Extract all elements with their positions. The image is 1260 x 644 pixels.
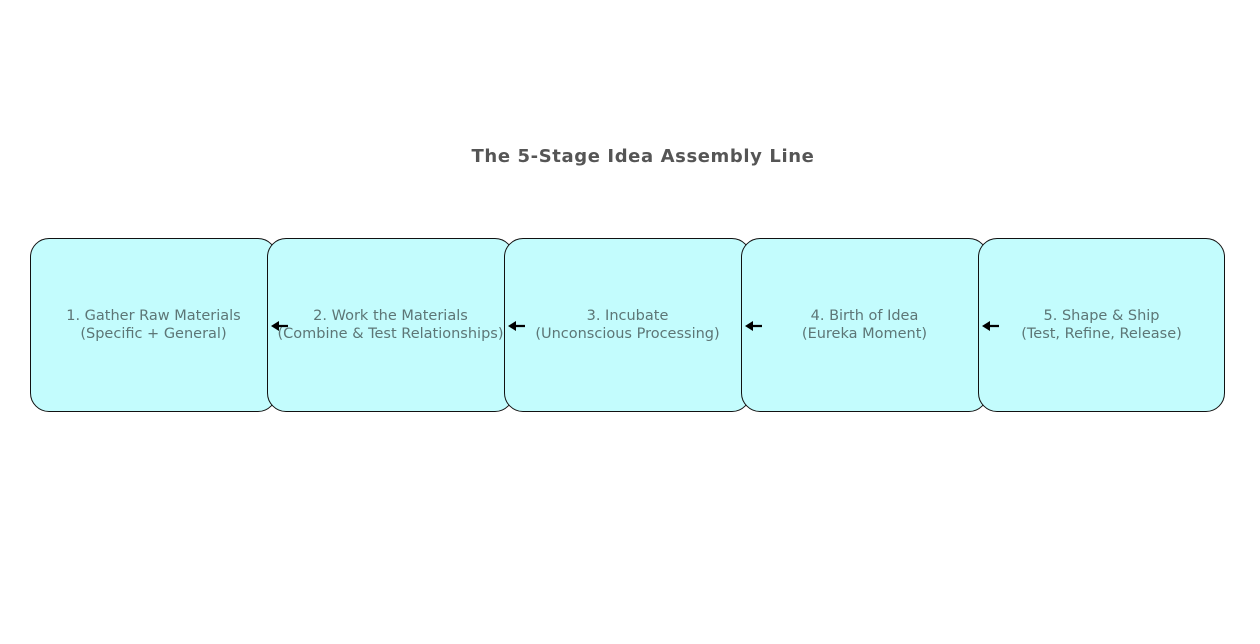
stage-box-3: 3. Incubate (Unconscious Processing) <box>504 238 751 412</box>
stage-title: 2. Work the Materials <box>313 307 468 324</box>
left-arrow-icon <box>508 321 525 331</box>
stage-subtitle: (Eureka Moment) <box>801 326 928 342</box>
stage-title: 5. Shape & Ship <box>1043 307 1160 324</box>
left-arrow-icon <box>745 321 762 331</box>
stage-box-1: 1. Gather Raw Materials (Specific + Gene… <box>30 238 277 412</box>
stage-subtitle: (Test, Refine, Release) <box>1021 326 1182 342</box>
left-arrow-icon <box>271 321 288 331</box>
stage-title: 3. Incubate <box>586 307 669 324</box>
stage-title: 1. Gather Raw Materials <box>66 307 241 324</box>
stage-title: 4. Birth of Idea <box>810 307 919 324</box>
stage-box-2: 2. Work the Materials (Combine & Test Re… <box>267 238 514 412</box>
stage-subtitle: (Unconscious Processing) <box>535 326 720 342</box>
diagram-title: The 5-Stage Idea Assembly Line <box>471 146 815 167</box>
stage-subtitle: (Combine & Test Relationships) <box>277 326 504 342</box>
stage-box-4: 4. Birth of Idea (Eureka Moment) <box>741 238 988 412</box>
left-arrow-icon <box>982 321 999 331</box>
stage-subtitle: (Specific + General) <box>80 326 227 342</box>
stage-box-5: 5. Shape & Ship (Test, Refine, Release) <box>978 238 1225 412</box>
